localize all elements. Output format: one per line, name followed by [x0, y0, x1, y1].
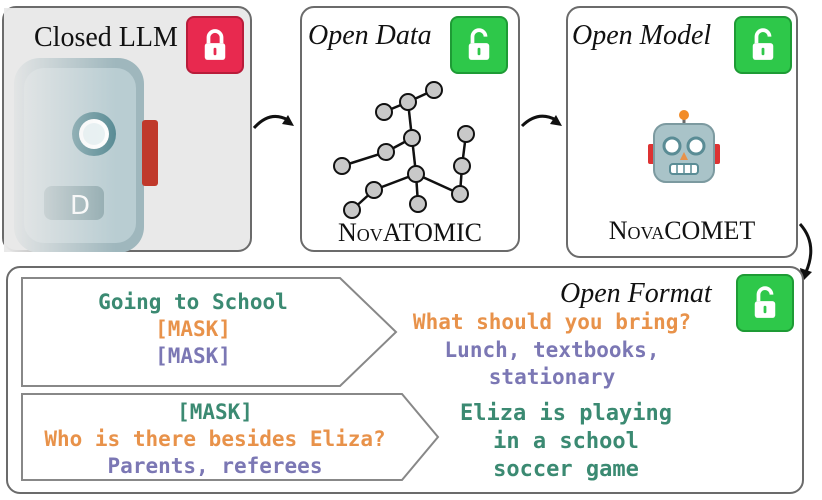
example2-output-line3: soccer game: [493, 457, 639, 482]
open-lock-icon: [736, 274, 794, 332]
open-model-name: NovaCOMET: [608, 216, 756, 245]
arrow-closed-to-data: [252, 114, 294, 130]
example2-output-line1: Eliza is playing: [460, 401, 672, 426]
input-arrow-shape-1: [21, 277, 398, 387]
open-format-title: Open Format: [560, 278, 712, 309]
open-data-title: Open Data: [308, 20, 432, 51]
robot-icon: [648, 110, 720, 183]
open-lock-icon: [450, 16, 508, 74]
example2-input-question: Who is there besides Eliza?: [44, 427, 386, 451]
closed-lock-icon: [186, 16, 244, 74]
open-format-panel: Open Format Going to School [MASK] [MASK…: [6, 266, 804, 494]
open-data-panel: Open Data: [300, 6, 520, 252]
example1-input-mask-question: [MASK]: [155, 317, 231, 341]
robot-closeup-icon: D: [4, 8, 252, 252]
open-data-name: NovATOMIC: [338, 218, 482, 247]
closed-llm-panel: D Closed LLM: [2, 6, 252, 252]
example2-input-mask-context: [MASK]: [177, 400, 253, 424]
example1-input-context: Going to School: [98, 290, 288, 314]
example1-input-mask-answer: [MASK]: [155, 344, 231, 368]
open-lock-icon: [734, 16, 792, 74]
example1-output-question: What should you bring?: [412, 310, 692, 334]
arrow-data-to-model: [520, 114, 562, 128]
knowledge-graph-icon: [333, 81, 475, 219]
example1-output-answer-line2: stationary: [488, 365, 616, 389]
open-model-title: Open Model: [572, 20, 712, 51]
example2-output-line2: in a school: [493, 429, 639, 454]
example1-output-answer-line1: Lunch, textbooks,: [444, 338, 660, 362]
input-arrow-shape-2: [21, 393, 440, 481]
open-model-panel: Open Model NovaCOMET: [566, 6, 798, 258]
example2-input-answer: Parents, referees: [107, 454, 323, 478]
closed-llm-title: Closed LLM: [34, 22, 178, 53]
